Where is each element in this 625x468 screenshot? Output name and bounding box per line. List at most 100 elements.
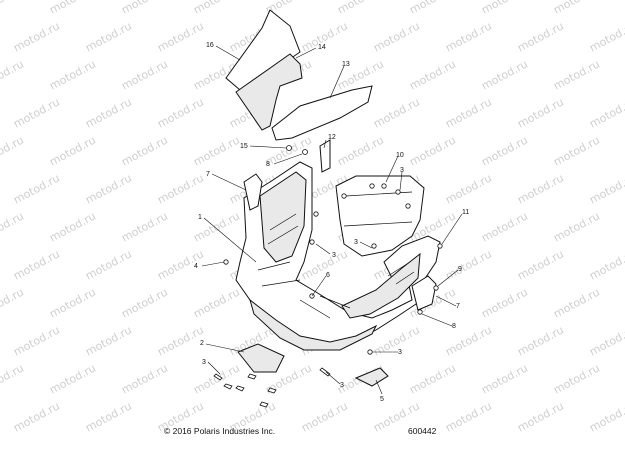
watermark-text: motod.ru (47, 361, 98, 396)
panel-13 (271, 85, 373, 141)
pad-outline (335, 175, 425, 257)
fastener (223, 259, 229, 265)
watermark-text: motod.ru (155, 95, 206, 130)
callout-3-pad: 3 (354, 239, 358, 246)
watermark-text: motod.ru (191, 133, 242, 168)
fastener (286, 145, 292, 151)
watermark-text: motod.ru (119, 361, 170, 396)
watermark-text: motod.ru (479, 209, 530, 244)
watermark-text: motod.ru (155, 247, 206, 282)
watermark-text: motod.ru (0, 133, 26, 168)
watermark-text: motod.ru (479, 133, 530, 168)
callout-7-upper: 7 (206, 171, 210, 178)
watermark-text: motod.ru (551, 209, 602, 244)
callout-9: 9 (458, 266, 462, 273)
watermark-text: motod.ru (47, 285, 98, 320)
callout-labels: 16 14 13 15 12 8 10 7 3 1 11 4 3 3 9 6 7… (194, 42, 469, 403)
watermark-text: motod.ru (47, 57, 98, 92)
watermark-text: motod.ru (515, 247, 566, 282)
callout-8-upper: 8 (266, 161, 270, 168)
screw (213, 373, 223, 381)
watermark-text: motod.ru (47, 0, 98, 17)
watermark-text: motod.ru (191, 0, 242, 17)
watermark-text: motod.ru (11, 171, 62, 206)
watermark-text: motod.ru (11, 95, 62, 130)
watermark-text: motod.ru (551, 133, 602, 168)
watermark-text: motod.ru (443, 247, 494, 282)
fastener (433, 285, 439, 291)
watermark-text: motod.ru (191, 361, 242, 396)
fastener (395, 189, 401, 195)
hood-lower-lip (249, 298, 378, 351)
screw (235, 385, 245, 392)
watermark-text: motod.ru (335, 0, 386, 17)
callout-11: 11 (462, 209, 469, 216)
hardware-fasteners (213, 145, 443, 408)
copyright-text: © 2016 Polaris Industries Inc. (164, 426, 275, 436)
screw (223, 383, 233, 390)
watermark-text: motod.ru (515, 19, 566, 54)
watermark-text: motod.ru (83, 95, 134, 130)
watermark-text: motod.ru (335, 133, 386, 168)
callout-5: 5 (380, 396, 384, 403)
callout-14: 14 (318, 44, 326, 51)
callout-13: 13 (342, 61, 350, 68)
leader-lines (201, 45, 463, 395)
watermark-text: motod.ru (587, 19, 625, 54)
watermark-text: motod.ru (479, 0, 530, 17)
fastener (341, 193, 347, 199)
fastener (437, 243, 443, 249)
watermark-text: motod.ru (83, 323, 134, 358)
watermark-text: motod.ru (155, 171, 206, 206)
watermark-text: motod.ru (83, 171, 134, 206)
watermark-text: motod.ru (587, 323, 625, 358)
callout-16: 16 (206, 42, 214, 49)
hood-inner-right (341, 252, 421, 319)
watermark-text: motod.ru (11, 323, 62, 358)
screw (319, 367, 331, 377)
watermark-text: motod.ru (371, 95, 422, 130)
hood-assembly (235, 161, 441, 351)
watermark-text: motod.ru (407, 361, 458, 396)
watermark-text: motod.ru (407, 57, 458, 92)
watermark-text: motod.ru (515, 171, 566, 206)
hood-inner-left (259, 171, 307, 263)
lower-bracket-2 (237, 343, 285, 373)
callout-6: 6 (326, 272, 330, 279)
watermark-text: motod.ru (119, 133, 170, 168)
lower-trim-5 (354, 367, 389, 387)
watermark-text: motod.ru (587, 399, 625, 434)
watermark-text: motod.ru (299, 247, 350, 282)
fastener (309, 239, 315, 245)
watermark-text: motod.ru (479, 285, 530, 320)
watermark-text: motod.ru (0, 0, 26, 17)
watermark-text: motod.ru (515, 323, 566, 358)
bracket-7-left (243, 173, 263, 211)
callout-12: 12 (328, 134, 336, 141)
fastener (302, 149, 308, 155)
watermark-text: motod.ru (515, 95, 566, 130)
watermark-text: motod.ru (47, 133, 98, 168)
watermark-text: motod.ru (119, 209, 170, 244)
fastener (381, 183, 387, 189)
bracket-7-right (411, 275, 437, 311)
screw (247, 373, 257, 380)
watermark-text: motod.ru (299, 399, 350, 434)
windshield-panels (225, 9, 373, 141)
screw (267, 387, 277, 394)
watermark-text: motod.ru (0, 209, 26, 244)
callout-10: 10 (396, 152, 404, 159)
watermark-text: motod.ru (11, 399, 62, 434)
callout-3-center: 3 (332, 252, 336, 259)
trim-clip-12 (319, 139, 331, 173)
fastener (405, 203, 411, 209)
watermark-text: motod.ru (443, 19, 494, 54)
fastener (313, 211, 319, 217)
callout-8-right: 8 (452, 323, 456, 330)
fastener (367, 349, 373, 355)
watermark-text: motod.ru (155, 19, 206, 54)
watermark-text: motod.ru (587, 95, 625, 130)
watermark-text: motod.ru (371, 19, 422, 54)
callout-4: 4 (194, 263, 198, 270)
